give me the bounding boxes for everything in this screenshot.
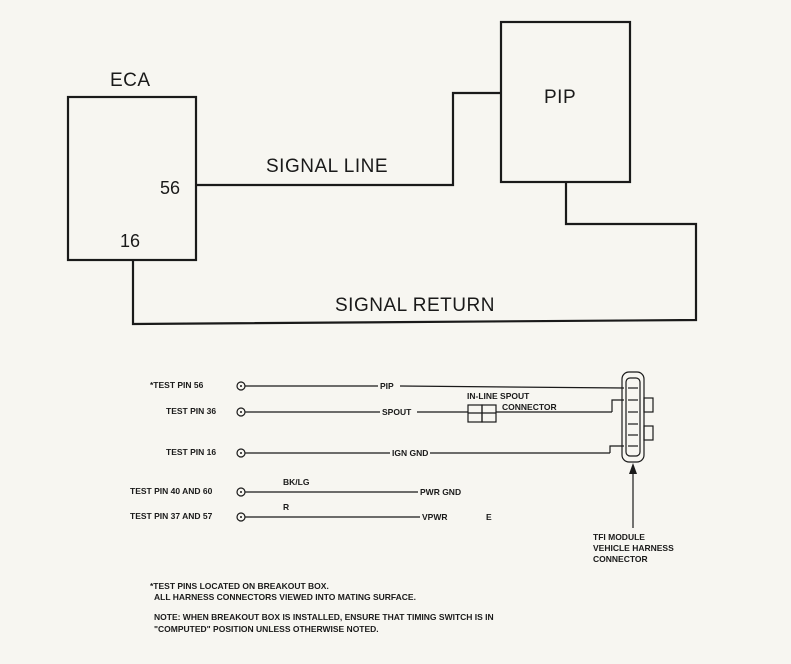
wire-vpwr-extra: E (486, 512, 492, 522)
eca-label: ECA (110, 70, 151, 91)
note-line-3: NOTE: WHEN BREAKOUT BOX IS INSTALLED, EN… (154, 612, 494, 622)
tfi-module-connector (621, 371, 654, 463)
signal-line-label: SIGNAL LINE (266, 156, 388, 177)
wire-r-label: R (283, 502, 289, 512)
signal-return-label: SIGNAL RETURN (335, 295, 495, 316)
test-pin-56-label: *TEST PIN 56 (150, 380, 204, 390)
note-line-2: ALL HARNESS CONNECTORS VIEWED INTO MATIN… (154, 592, 416, 602)
tfi-module-label: TFI MODULE (593, 532, 645, 542)
tfi-connector-label: CONNECTOR (593, 554, 648, 564)
test-pin-16-label: TEST PIN 16 (166, 447, 216, 457)
pip-label: PIP (544, 87, 576, 108)
eca-pin-16: 16 (120, 231, 140, 251)
inline-spout-connector (467, 404, 497, 423)
wire-vpwr-label: VPWR (422, 512, 448, 522)
test-pin-40-60-label: TEST PIN 40 AND 60 (130, 486, 213, 496)
wire-bklg-label: BK/LG (283, 477, 310, 487)
connector-arrow (629, 463, 637, 528)
test-pin-37-57-label: TEST PIN 37 AND 57 (130, 511, 213, 521)
note-line-4: "COMPUTED" POSITION UNLESS OTHERWISE NOT… (154, 624, 379, 634)
wire-ign-gnd-label: IGN GND (392, 448, 428, 458)
signal-return-wire (131, 182, 698, 326)
wire-pwr-gnd-label: PWR GND (420, 487, 461, 497)
connector-label: CONNECTOR (502, 402, 557, 412)
signal-line-wire (196, 91, 501, 187)
test-pin-36-label: TEST PIN 36 (166, 406, 216, 416)
wire-pip-label: PIP (380, 381, 394, 391)
inline-spout-label: IN-LINE SPOUT (467, 391, 530, 401)
wire-spout-label: SPOUT (382, 407, 412, 417)
note-line-1: *TEST PINS LOCATED ON BREAKOUT BOX. (150, 581, 329, 591)
eca-pin-56: 56 (160, 178, 180, 198)
vehicle-harness-label: VEHICLE HARNESS (593, 543, 674, 553)
